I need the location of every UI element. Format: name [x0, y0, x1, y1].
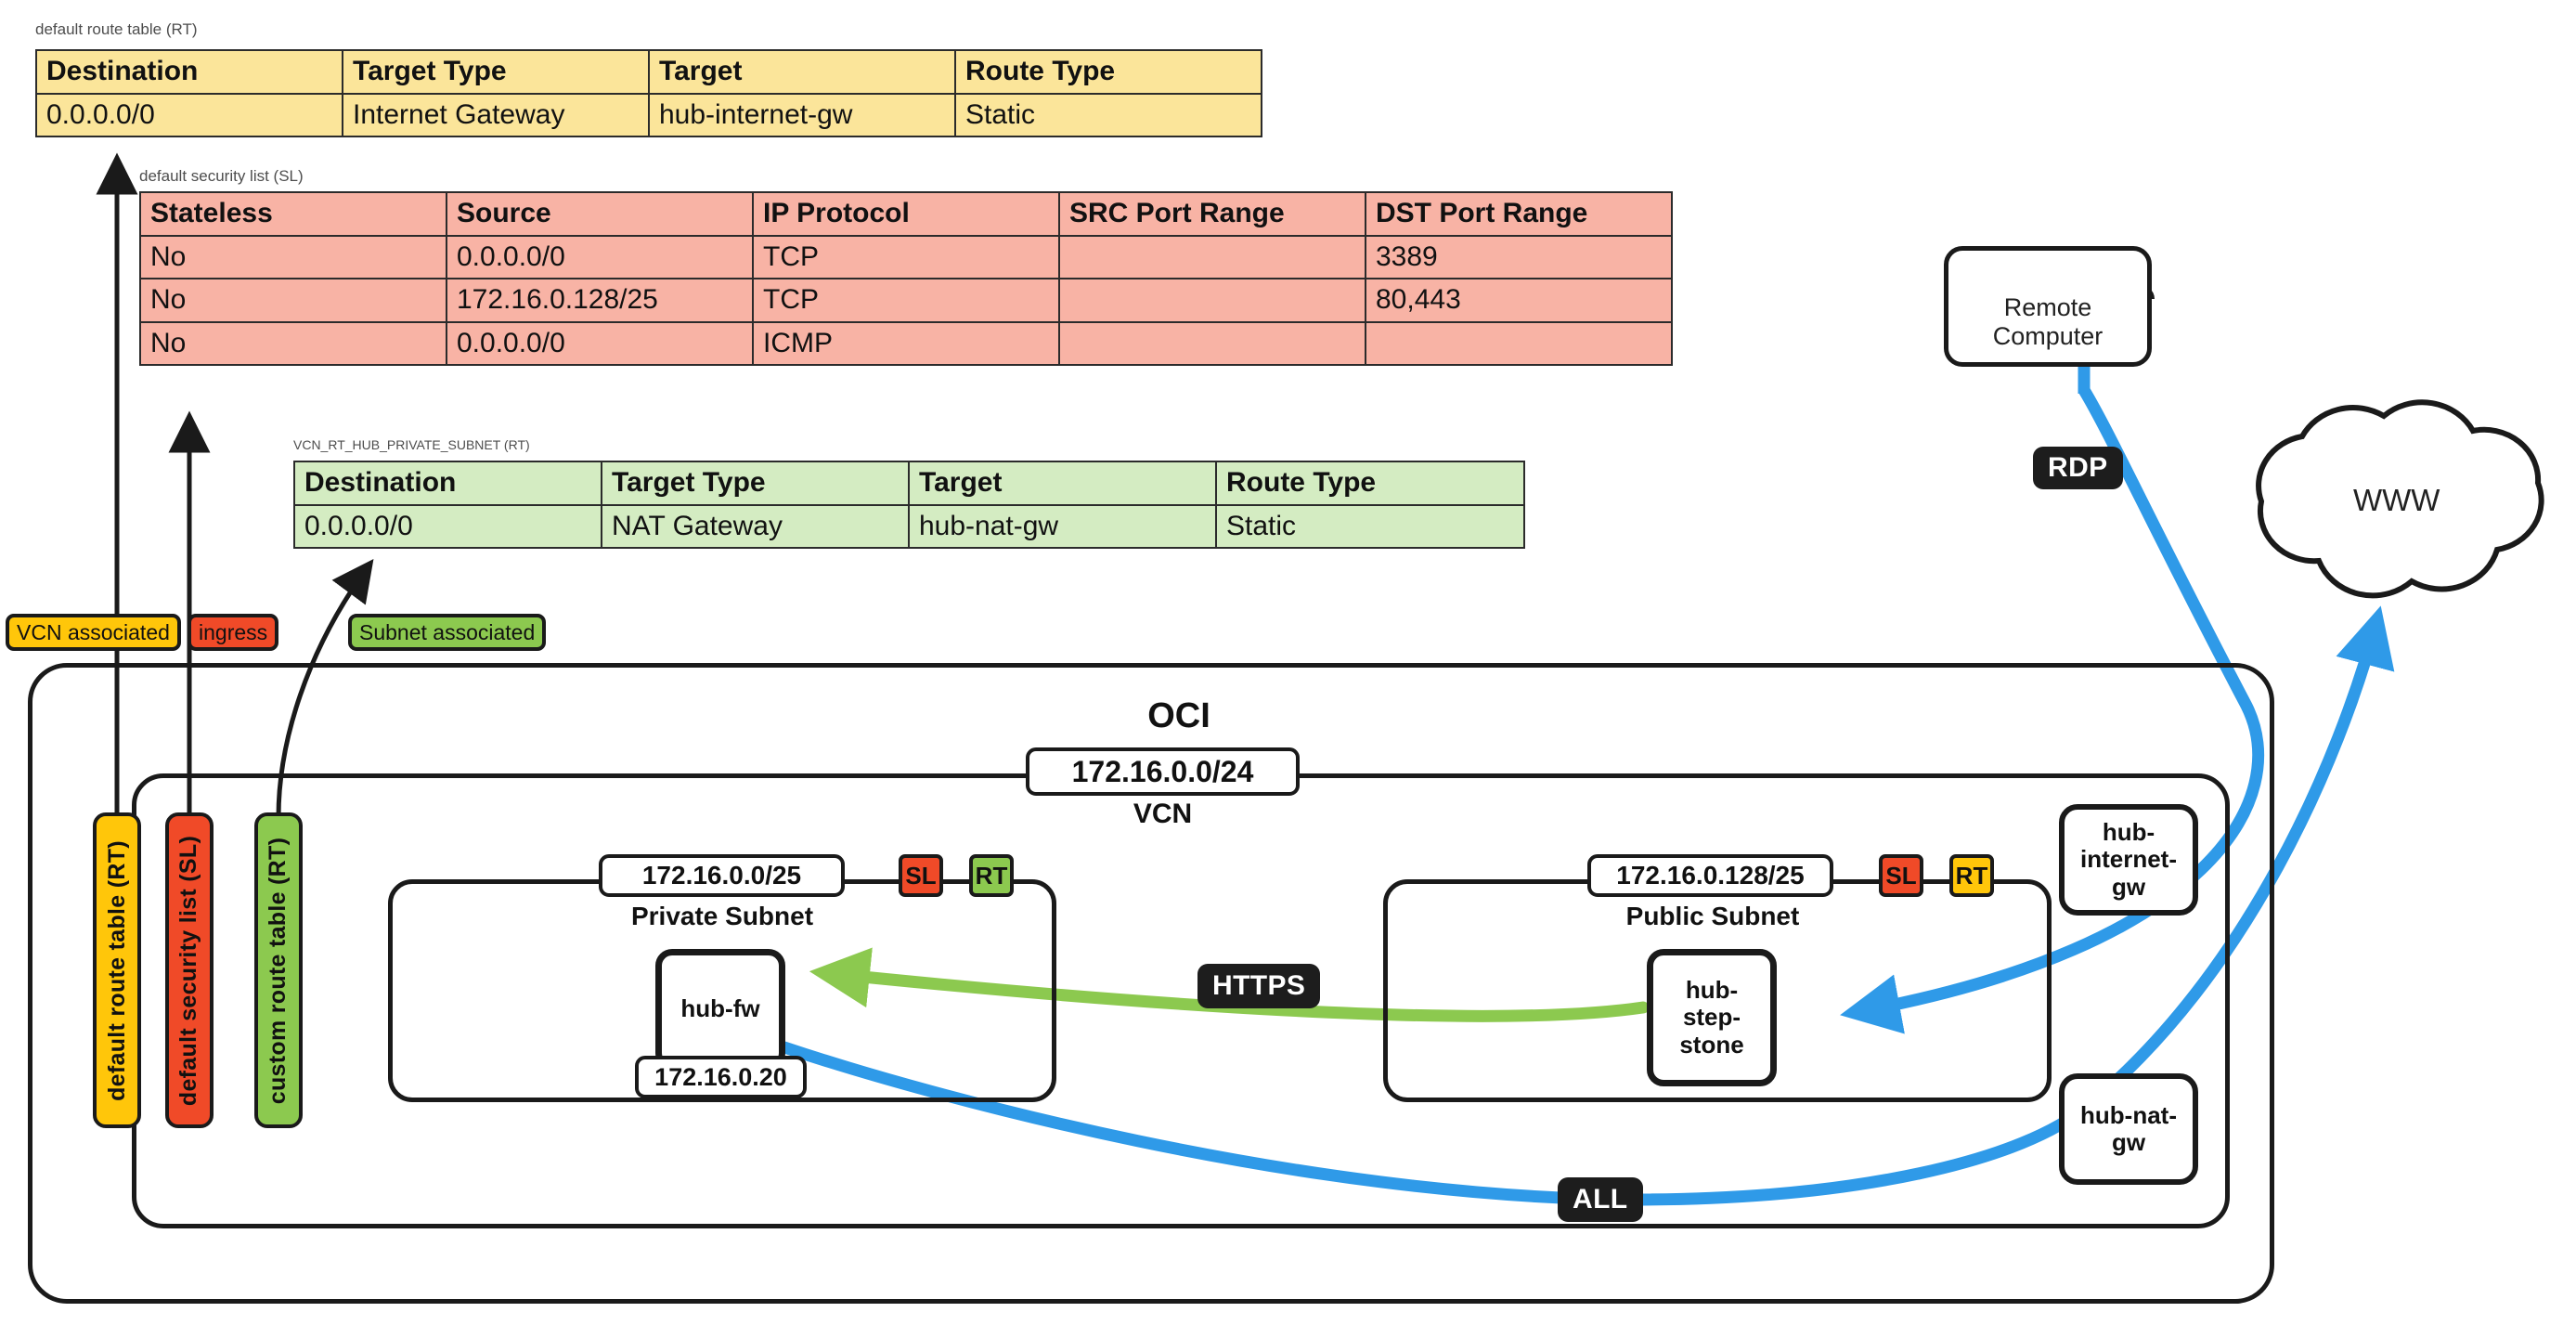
- private-subnet-cidr-chip: 172.16.0.0/25: [599, 854, 845, 897]
- instance-hub-fw[interactable]: hub-fw: [655, 949, 785, 1070]
- cell: Internet Gateway: [342, 92, 650, 137]
- cell: 0.0.0.0/0: [446, 234, 754, 279]
- public-subnet-badge-rt[interactable]: RT: [1949, 854, 1994, 897]
- private-subnet-badge-sl[interactable]: SL: [899, 854, 943, 897]
- instance-hub-fw-ip: 172.16.0.20: [635, 1056, 807, 1098]
- table-row: No 0.0.0.0/0 ICMP: [139, 320, 1673, 366]
- private-subnet-badge-rt[interactable]: RT: [969, 854, 1014, 897]
- col-header: Target Type: [601, 461, 910, 506]
- caption-default-route-table: default route table (RT): [35, 20, 198, 38]
- cell: No: [139, 278, 447, 323]
- cell: hub-internet-gw: [648, 92, 956, 137]
- cell: [1058, 320, 1366, 366]
- cell: NAT Gateway: [601, 503, 910, 549]
- cell: [1365, 320, 1673, 366]
- table-header-row: Destination Target Type Target Route Typ…: [35, 49, 1262, 95]
- cell: ICMP: [752, 320, 1060, 366]
- col-header: IP Protocol: [752, 191, 1060, 237]
- proto-label-all: ALL: [1558, 1177, 1643, 1222]
- col-header: DST Port Range: [1365, 191, 1673, 237]
- col-header: Destination: [35, 49, 343, 95]
- col-header: Target: [648, 49, 956, 95]
- www-label: WWW: [2353, 483, 2440, 517]
- pill-custom-route-table[interactable]: custom route table (RT): [254, 812, 303, 1128]
- gateway-hub-nat-gw[interactable]: hub-nat-gw: [2059, 1073, 2198, 1185]
- col-header: Route Type: [954, 49, 1262, 95]
- cell: 0.0.0.0/0: [35, 92, 343, 137]
- pill-default-security-list[interactable]: default security list (SL): [165, 812, 214, 1128]
- vcn-label: VCN: [1133, 799, 1193, 829]
- caption-default-security-list: default security list (SL): [139, 167, 304, 185]
- vcn-cidr-chip: 172.16.0.0/24: [1026, 747, 1300, 796]
- table-custom-route-table: Destination Target Type Target Route Typ…: [293, 461, 1525, 549]
- col-header: Route Type: [1215, 461, 1525, 506]
- badge-vcn-associated[interactable]: VCN associated: [6, 614, 181, 651]
- pill-default-route-table[interactable]: default route table (RT): [93, 812, 141, 1128]
- col-header: Target Type: [342, 49, 650, 95]
- cell: 0.0.0.0/0: [446, 320, 754, 366]
- cell: Static: [1215, 503, 1525, 549]
- cell: [1058, 278, 1366, 323]
- cell: 3389: [1365, 234, 1673, 279]
- col-header: Stateless: [139, 191, 447, 237]
- col-header: Source: [446, 191, 754, 237]
- badge-subnet-associated[interactable]: Subnet associated: [348, 614, 547, 651]
- badge-ingress[interactable]: ingress: [188, 614, 279, 651]
- remote-computer-line1: Remote: [2003, 292, 2092, 321]
- remote-computer-line2: Computer: [1992, 321, 2104, 350]
- cell: hub-nat-gw: [908, 503, 1217, 549]
- col-header: Target: [908, 461, 1217, 506]
- table-row: No 0.0.0.0/0 TCP 3389: [139, 234, 1673, 279]
- cell: No: [139, 320, 447, 366]
- cell: [1058, 234, 1366, 279]
- private-subnet-label: Private Subnet: [630, 902, 814, 930]
- oci-label: OCI: [1147, 696, 1210, 735]
- caption-custom-route-table: VCN_RT_HUB_PRIVATE_SUBNET (RT): [293, 437, 530, 452]
- cell: 0.0.0.0/0: [293, 503, 602, 549]
- remote-computer-card[interactable]: Remote Computer: [1944, 246, 2152, 367]
- col-header: SRC Port Range: [1058, 191, 1366, 237]
- gateway-hub-internet-gw[interactable]: hub-internet-gw: [2059, 804, 2198, 916]
- remote-computer-label: Remote Computer: [1948, 293, 2147, 351]
- pill-label: custom route table (RT): [265, 837, 291, 1104]
- col-header: Destination: [293, 461, 602, 506]
- public-subnet-cidr-chip: 172.16.0.128/25: [1587, 854, 1833, 897]
- cell: No: [139, 234, 447, 279]
- cell: 80,443: [1365, 278, 1673, 323]
- instance-hub-step-stone[interactable]: hub-step-stone: [1647, 949, 1777, 1086]
- cell: TCP: [752, 234, 1060, 279]
- table-header-row: Destination Target Type Target Route Typ…: [293, 461, 1525, 506]
- table-row: 0.0.0.0/0 Internet Gateway hub-internet-…: [35, 92, 1262, 137]
- pill-label: default security list (SL): [175, 835, 202, 1106]
- public-subnet-badge-sl[interactable]: SL: [1879, 854, 1923, 897]
- cell: TCP: [752, 278, 1060, 323]
- pill-label: default route table (RT): [103, 839, 130, 1101]
- cell: Static: [954, 92, 1262, 137]
- table-default-route-table: Destination Target Type Target Route Typ…: [35, 49, 1262, 137]
- table-header-row: Stateless Source IP Protocol SRC Port Ra…: [139, 191, 1673, 237]
- cell: 172.16.0.128/25: [446, 278, 754, 323]
- proto-label-rdp: RDP: [2033, 447, 2123, 489]
- proto-label-https: HTTPS: [1197, 964, 1321, 1008]
- table-row: 0.0.0.0/0 NAT Gateway hub-nat-gw Static: [293, 503, 1525, 549]
- public-subnet-label: Public Subnet: [1625, 902, 1800, 930]
- table-row: No 172.16.0.128/25 TCP 80,443: [139, 278, 1673, 323]
- table-default-security-list: Stateless Source IP Protocol SRC Port Ra…: [139, 191, 1673, 366]
